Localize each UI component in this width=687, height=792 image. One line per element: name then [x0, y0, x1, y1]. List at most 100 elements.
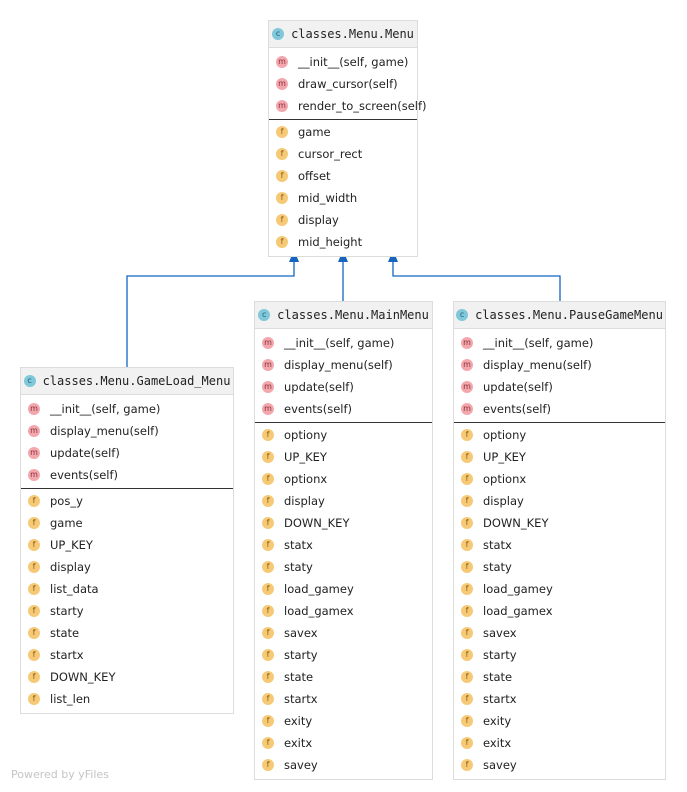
method-icon: m: [461, 403, 473, 415]
method-icon: m: [28, 425, 40, 437]
method-label: render_to_screen(self): [298, 99, 427, 113]
method-label: update(self): [483, 380, 553, 394]
method-label: __init__(self, game): [483, 336, 594, 350]
field-label: display: [50, 560, 91, 574]
field-icon: f: [28, 693, 40, 705]
field-icon: f: [28, 517, 40, 529]
section-divider: [454, 422, 665, 423]
method-label: display_menu(self): [284, 358, 393, 372]
field-icon: f: [276, 236, 288, 248]
methods-section: m__init__(self, game) m display_menu(self)…: [255, 329, 432, 420]
field-icon: f: [461, 539, 473, 551]
class-node-pausegamemenu[interactable]: c classes.Menu.PauseGameMenu m __init__(sel…: [453, 301, 666, 780]
method-icon: m: [28, 447, 40, 459]
class-name: classes.Menu.Menu: [291, 27, 414, 41]
method-row: m update(self): [21, 442, 233, 464]
field-label: savey: [483, 758, 517, 772]
method-label: update(self): [50, 446, 120, 460]
field-icon: f: [461, 451, 473, 463]
field-icon: f: [262, 671, 274, 683]
field-icon: f: [28, 539, 40, 551]
method-icon: m: [276, 56, 288, 68]
field-label: statx: [284, 538, 313, 552]
field-icon: f: [28, 627, 40, 639]
field-label: state: [483, 670, 513, 684]
field-icon: f: [262, 605, 274, 617]
section-divider: [269, 119, 417, 120]
method-row: m events(self): [454, 398, 665, 420]
field-icon: f: [461, 473, 473, 485]
edge-pausegamemenu-to-menu: [392, 262, 561, 301]
method-icon: m: [461, 381, 473, 393]
field-icon: f: [461, 715, 473, 727]
class-name: classes.Menu.MainMenu: [277, 308, 429, 322]
watermark: Powered by yFiles: [11, 768, 109, 781]
field-icon: f: [276, 170, 288, 182]
class-name: classes.Menu.PauseGameMenu: [475, 308, 663, 322]
field-icon: f: [262, 451, 274, 463]
class-icon: c: [258, 309, 271, 321]
field-icon: f: [461, 759, 473, 771]
field-icon: f: [262, 693, 274, 705]
field-icon: f: [28, 605, 40, 617]
method-icon: m: [276, 100, 288, 112]
field-icon: f: [262, 737, 274, 749]
field-label: offset: [298, 169, 331, 183]
field-label: display: [284, 494, 325, 508]
field-label: DOWN_KEY: [50, 670, 116, 684]
method-icon: m: [461, 359, 473, 371]
field-icon: f: [461, 693, 473, 705]
method-row: m__init__(self, game): [255, 332, 432, 354]
method-row: m__init__(self, game): [21, 398, 233, 420]
method-label: __init__(self, game): [50, 402, 161, 416]
method-label: draw_cursor(self): [298, 77, 398, 91]
field-icon: f: [28, 671, 40, 683]
section-divider: [21, 488, 233, 489]
field-label: load_gamex: [284, 604, 354, 618]
method-label: __init__(self, game): [284, 336, 395, 350]
field-icon: f: [262, 627, 274, 639]
field-label: load_gamex: [483, 604, 553, 618]
field-icon: f: [461, 737, 473, 749]
field-label: statx: [483, 538, 512, 552]
field-label: state: [284, 670, 314, 684]
method-label: events(self): [483, 402, 552, 416]
class-icon: c: [456, 309, 469, 321]
class-header: c classes.Menu.MainMenu: [255, 302, 432, 329]
method-row: m__init__(self, game): [269, 51, 417, 73]
method-icon: m: [262, 403, 274, 415]
field-icon: f: [461, 495, 473, 507]
section-divider: [255, 422, 432, 423]
field-label: list_data: [50, 582, 99, 596]
